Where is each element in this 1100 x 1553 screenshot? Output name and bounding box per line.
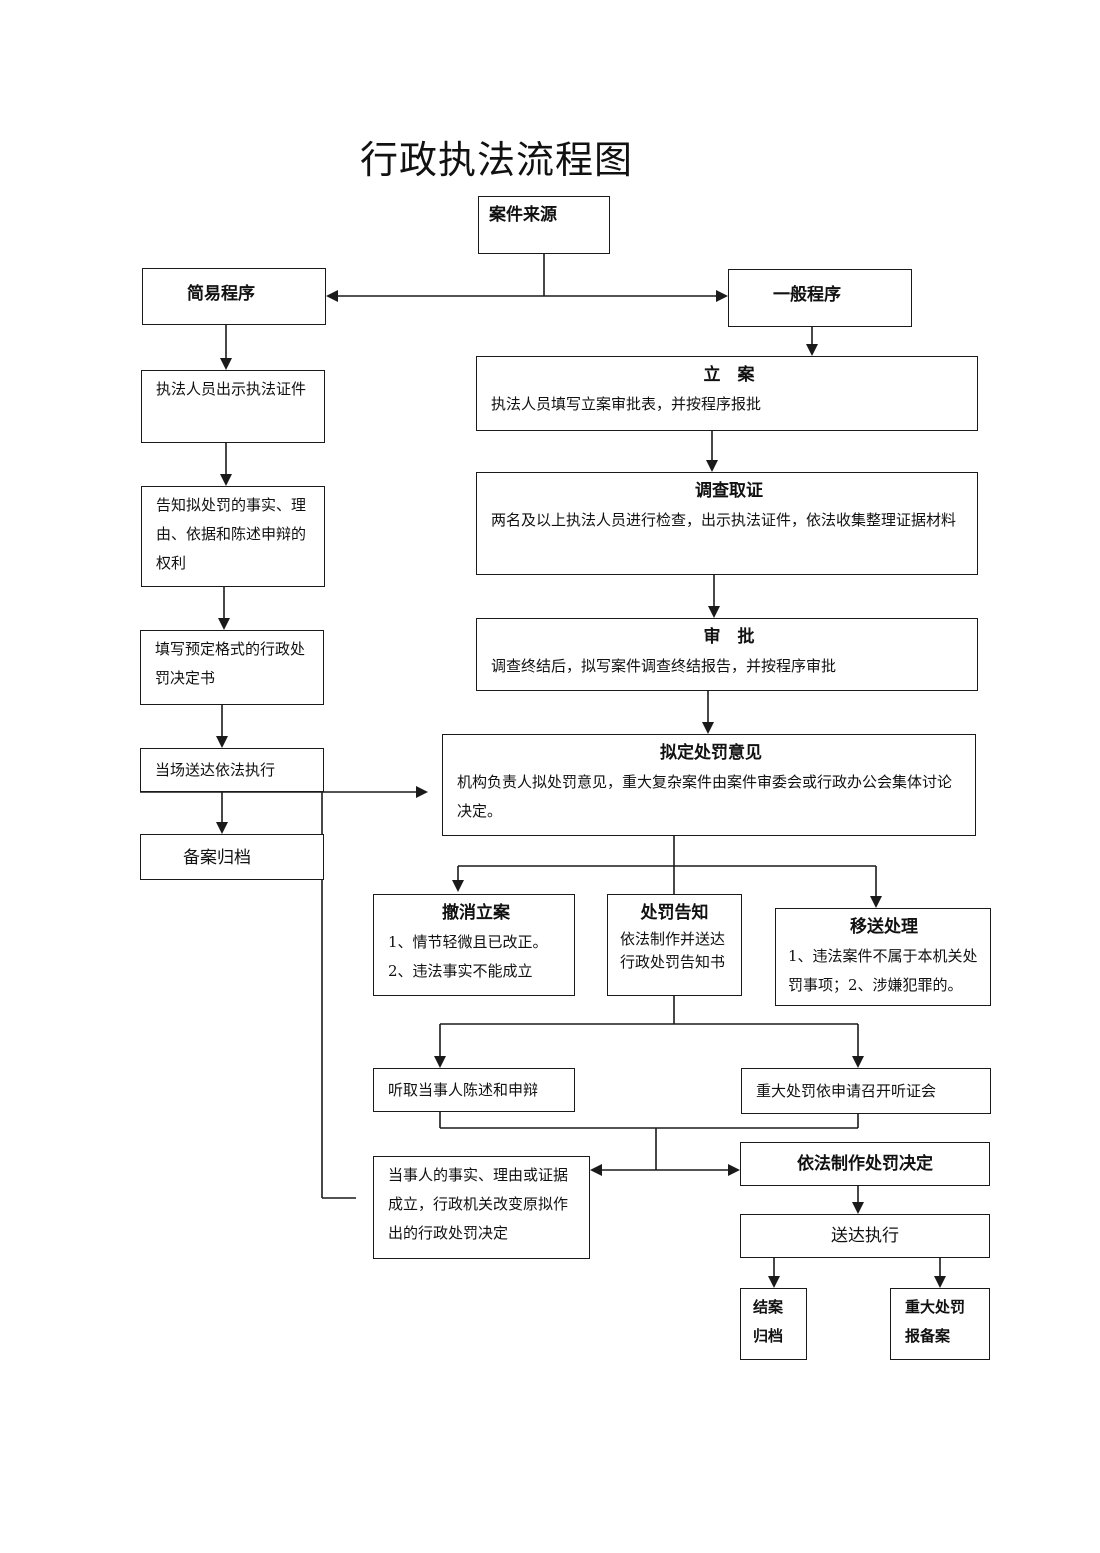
node-label: 当事人的事实、理由或证据成立，行政机关改变原拟作出的行政处罚决定 [388, 1166, 569, 1242]
node-major-filing: 重大处罚报备案 [890, 1288, 990, 1360]
node-label: 备案归档 [183, 848, 251, 868]
node-label: 重大处罚报备案 [905, 1298, 966, 1345]
node-simple-procedure: 简易程序 [142, 268, 326, 325]
node-label: 执法人员出示执法证件 [156, 380, 307, 398]
arrow-head [590, 1164, 602, 1176]
node-general-procedure: 一般程序 [728, 269, 912, 327]
node-label: 告知拟处罚的事实、理由、依据和陈述申辩的权利 [156, 496, 307, 572]
node-label: 简易程序 [187, 284, 255, 304]
node-label: 听取当事人陈述和申辩 [388, 1081, 539, 1099]
node-deliver-onsite: 当场送达依法执行 [140, 748, 324, 792]
node-investigation: 调查取证 两名及以上执法人员进行检查，出示执法证件，依法收集整理证据材料 [476, 472, 978, 575]
node-body: 调查终结后，拟写案件调查终结报告，并按程序审批 [491, 657, 837, 675]
node-case-source: 案件来源 [478, 196, 610, 254]
arrow-head [326, 290, 338, 302]
arrow-head [768, 1276, 780, 1288]
node-revoke-filing: 撤消立案 1、情节轻微且已改正。 2、违法事实不能成立 [373, 894, 575, 996]
node-hearing: 重大处罚依申请召开听证会 [741, 1068, 991, 1114]
node-label: 当场送达依法执行 [155, 761, 276, 779]
node-body: 2、违法事实不能成立 [388, 962, 533, 980]
node-body: 执法人员填写立案审批表，并按程序报批 [491, 395, 762, 413]
node-body: 依法制作并送达行政处罚告知书 [620, 930, 726, 971]
arrow-head [434, 1056, 446, 1068]
node-archive-simple: 备案归档 [140, 834, 324, 880]
node-label: 送达执行 [831, 1226, 899, 1246]
node-deliver-execute: 送达执行 [740, 1214, 990, 1258]
node-body: 1、违法案件不属于本机关处罚事项；2、涉嫌犯罪的。 [788, 947, 978, 994]
arrow-head [216, 822, 228, 834]
arrow-head [220, 358, 232, 370]
node-label: 结案归档 [753, 1298, 784, 1345]
node-title: 调查取证 [695, 481, 763, 501]
node-title: 移送处理 [850, 917, 918, 937]
node-transfer: 移送处理 1、违法案件不属于本机关处罚事项；2、涉嫌犯罪的。 [775, 908, 991, 1006]
node-fill-decision: 填写预定格式的行政处罚决定书 [140, 630, 324, 705]
node-label: 一般程序 [773, 285, 841, 305]
arrow-head [708, 606, 720, 618]
arrow-head [220, 474, 232, 486]
node-title: 审 批 [703, 627, 755, 647]
arrow-head [870, 896, 882, 908]
arrow-head [216, 736, 228, 748]
node-penalty-opinion: 拟定处罚意见 机构负责人拟处罚意见，重大复杂案件由案件审委会或行政办公会集体讨论… [442, 734, 976, 836]
node-title: 处罚告知 [640, 903, 709, 923]
node-body: 两名及以上执法人员进行检查，出示执法证件，依法收集整理证据材料 [491, 511, 957, 529]
node-title: 撤消立案 [442, 903, 510, 923]
arrow-head [852, 1202, 864, 1214]
arrow-head [728, 1164, 740, 1176]
node-hear-statement: 听取当事人陈述和申辩 [373, 1068, 575, 1112]
node-title: 立 案 [703, 365, 755, 385]
arrow-head [706, 460, 718, 472]
node-title: 拟定处罚意见 [660, 743, 762, 763]
node-approval: 审 批 调查终结后，拟写案件调查终结报告，并按程序审批 [476, 618, 978, 691]
node-inform-rights: 告知拟处罚的事实、理由、依据和陈述申辩的权利 [141, 486, 325, 587]
node-show-credentials: 执法人员出示执法证件 [141, 370, 325, 443]
node-make-decision: 依法制作处罚决定 [740, 1142, 990, 1186]
node-label: 填写预定格式的行政处罚决定书 [155, 640, 306, 687]
arrow-head [806, 344, 818, 356]
node-body: 1、情节轻微且已改正。 [388, 933, 548, 951]
node-filing: 立 案 执法人员填写立案审批表，并按程序报批 [476, 356, 978, 431]
node-body: 机构负责人拟处罚意见，重大复杂案件由案件审委会或行政办公会集体讨论决定。 [457, 773, 953, 820]
page-title: 行政执法流程图 [360, 138, 634, 182]
arrow-head [716, 290, 728, 302]
arrow-head [218, 618, 230, 630]
node-label: 依法制作处罚决定 [797, 1154, 933, 1174]
node-penalty-notice: 处罚告知 依法制作并送达行政处罚告知书 [607, 894, 742, 996]
node-close-archive: 结案归档 [740, 1288, 807, 1360]
arrow-head [934, 1276, 946, 1288]
arrow-head [702, 722, 714, 734]
node-label: 案件来源 [489, 205, 557, 225]
arrow-head [852, 1056, 864, 1068]
node-label: 重大处罚依申请召开听证会 [756, 1082, 937, 1100]
arrow-head [416, 786, 428, 798]
arrow-head [452, 880, 464, 892]
node-change-decision: 当事人的事实、理由或证据成立，行政机关改变原拟作出的行政处罚决定 [373, 1156, 590, 1259]
